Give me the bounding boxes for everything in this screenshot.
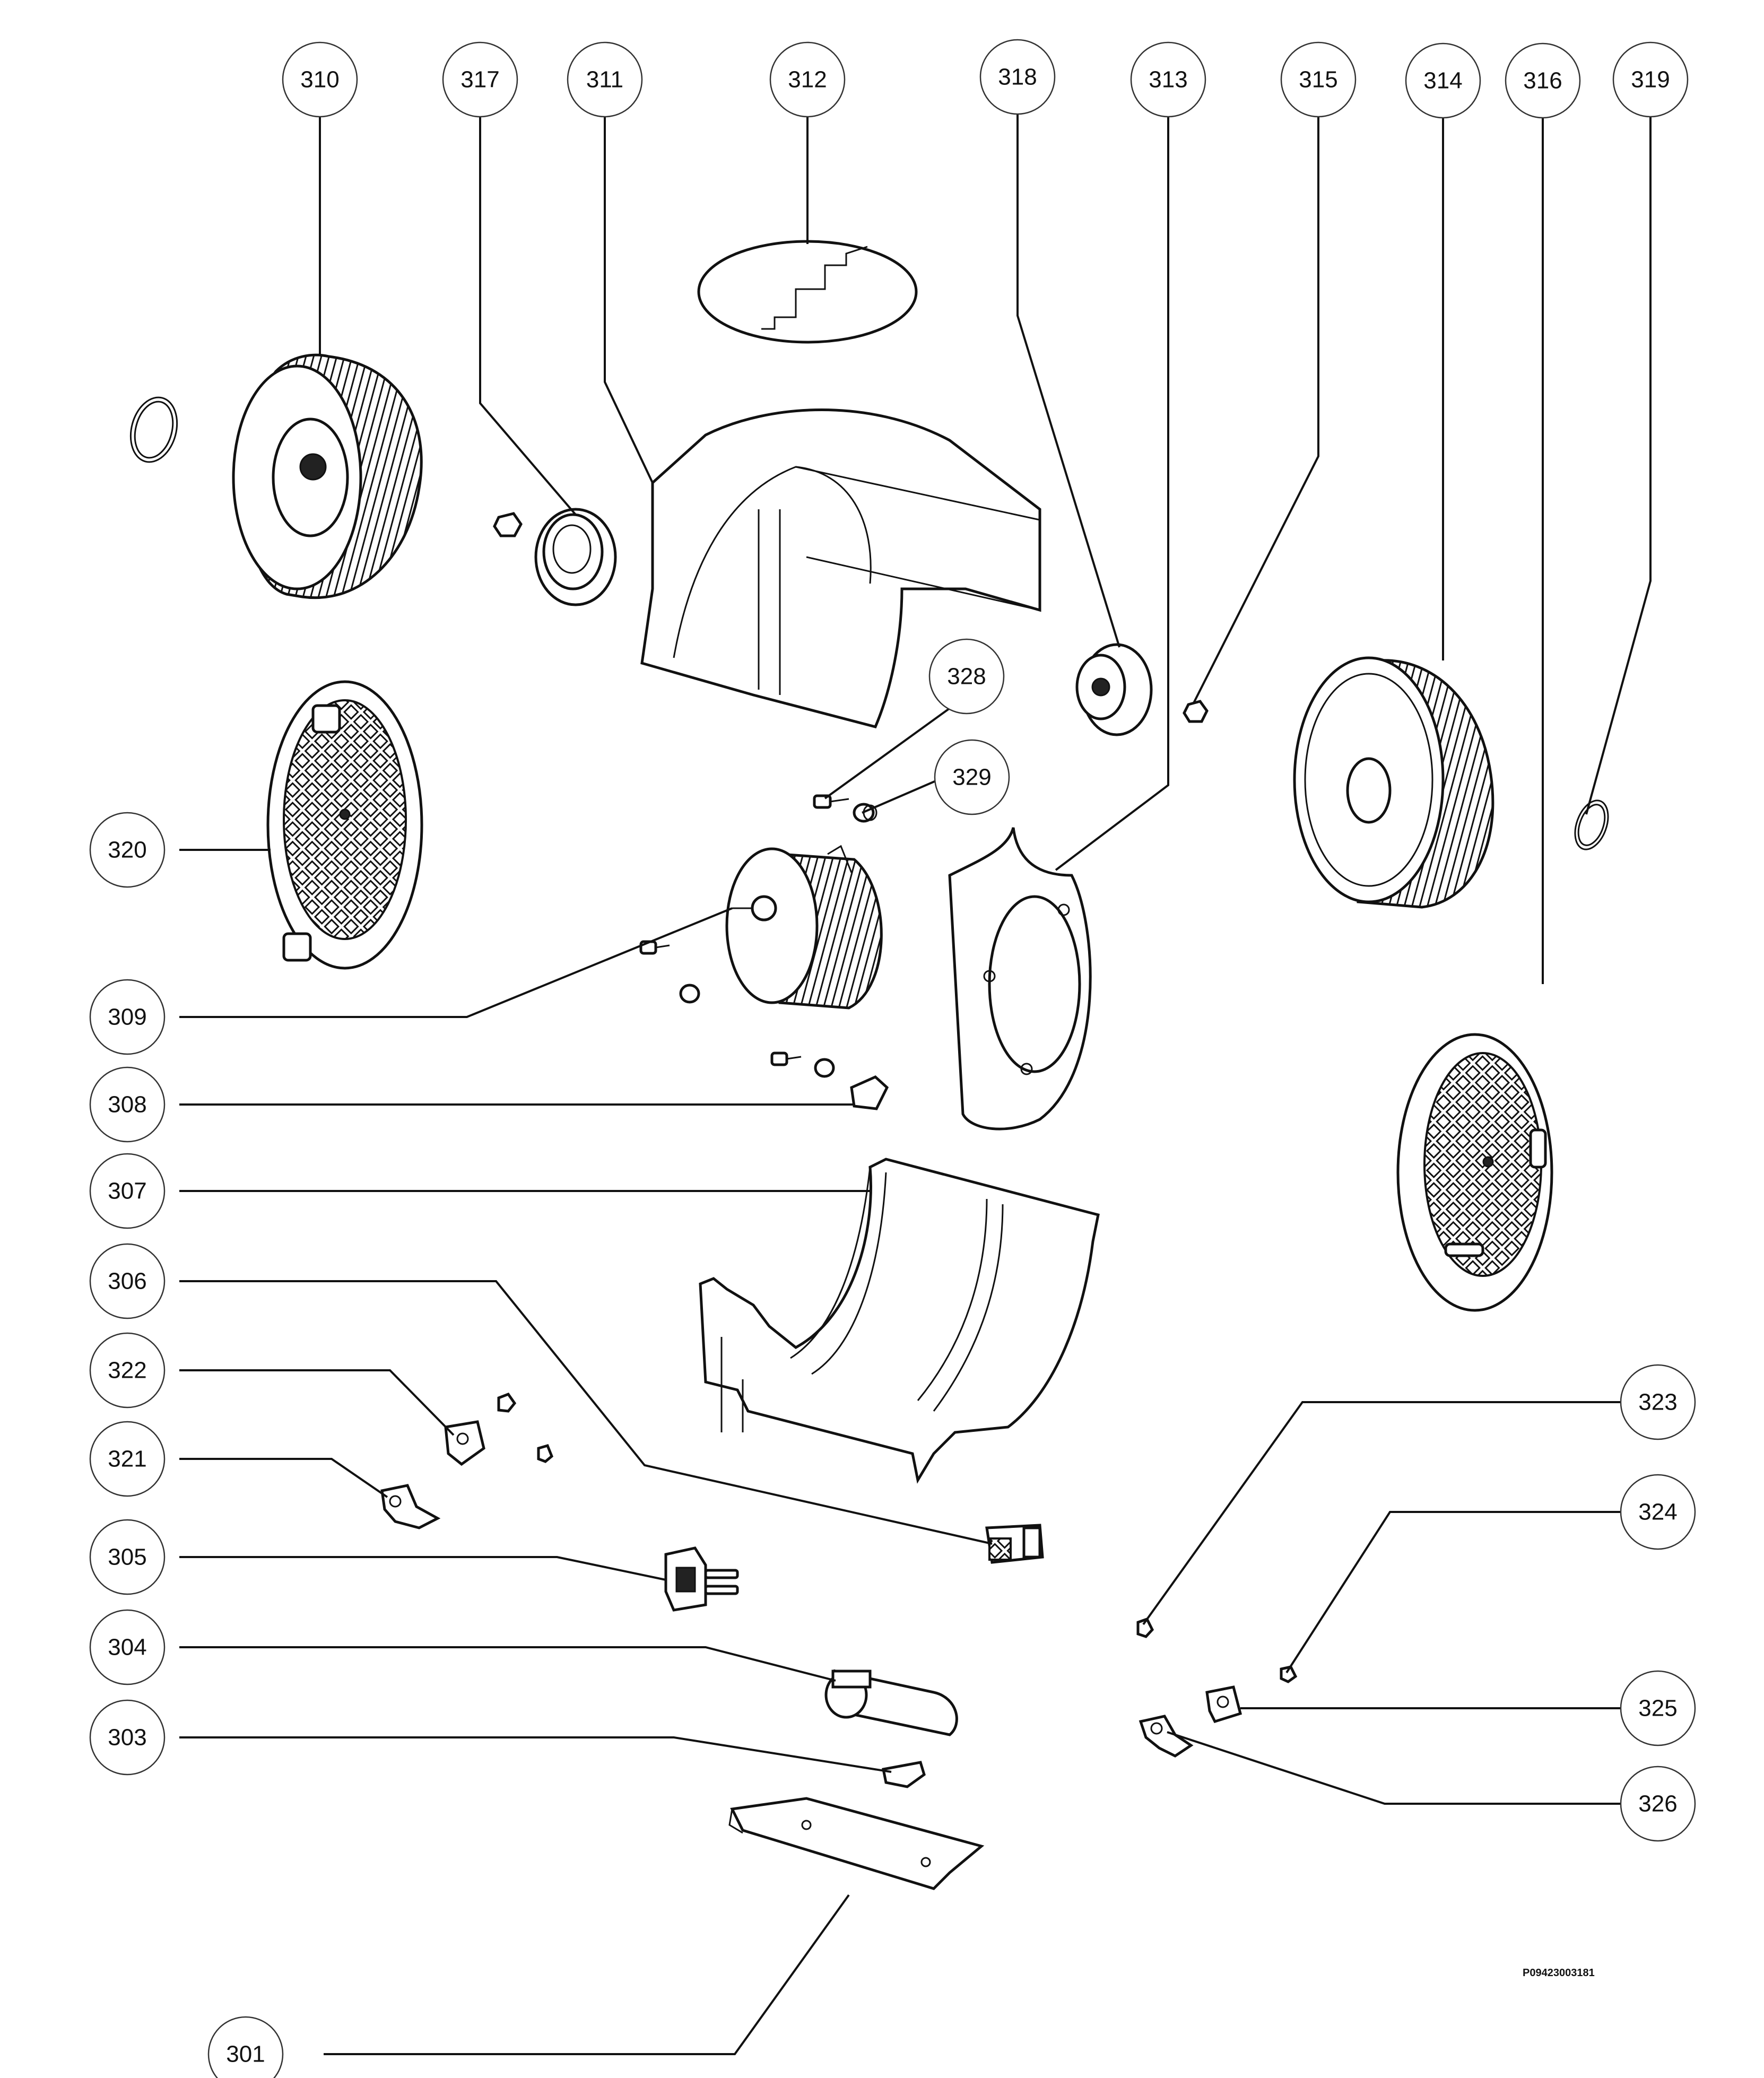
svg-text:326: 326 — [1638, 1791, 1677, 1817]
part-306-connector — [985, 1524, 1044, 1564]
svg-text:322: 322 — [108, 1358, 146, 1384]
callout-318: 318 — [979, 39, 1056, 115]
svg-text:321: 321 — [108, 1446, 146, 1472]
part-326-clip — [1139, 1715, 1194, 1758]
svg-text:318: 318 — [998, 64, 1037, 90]
svg-text:311: 311 — [586, 67, 623, 93]
part-328-screw — [813, 794, 849, 809]
callout-304: 304 — [89, 1609, 166, 1685]
callout-311: 311 — [567, 41, 643, 118]
svg-text:313: 313 — [1149, 67, 1187, 93]
svg-text:320: 320 — [108, 837, 146, 863]
svg-text:310: 310 — [300, 67, 339, 93]
part-307-lower-housing — [699, 1158, 1100, 1484]
callout-321: 321 — [89, 1421, 166, 1497]
svg-text:325: 325 — [1638, 1696, 1677, 1721]
part-314-blower-wheel — [1293, 656, 1494, 909]
svg-text:305: 305 — [108, 1544, 146, 1570]
svg-text:316: 316 — [1523, 68, 1562, 94]
callout-309: 309 — [89, 979, 166, 1055]
part-310-blower-wheel — [232, 353, 423, 599]
svg-text:314: 314 — [1423, 68, 1462, 94]
callout-301: 301 — [207, 2016, 284, 2078]
callout-315: 315 — [1280, 41, 1357, 118]
part-320-grille — [266, 680, 423, 970]
svg-text:308: 308 — [108, 1092, 146, 1118]
part-nut — [493, 512, 523, 537]
svg-text:329: 329 — [952, 764, 991, 790]
part-321-clip — [380, 1484, 441, 1529]
svg-text:303: 303 — [108, 1725, 146, 1751]
part-303-clip — [882, 1761, 926, 1788]
callout-308: 308 — [89, 1066, 166, 1143]
drawing-code: P09423003181 — [1523, 1967, 1595, 1979]
svg-text:312: 312 — [788, 67, 827, 93]
part-304-capacitor — [824, 1669, 958, 1736]
part-316-grille — [1396, 1033, 1553, 1312]
svg-text:309: 309 — [108, 1004, 146, 1030]
part-318-hub — [1075, 643, 1153, 736]
callout-303: 303 — [89, 1699, 166, 1776]
part-301-cover-plate — [728, 1797, 985, 1890]
callout-317: 317 — [442, 41, 518, 118]
callout-305: 305 — [89, 1519, 166, 1595]
part-313-gasket-plate — [948, 827, 1092, 1131]
callout-310: 310 — [282, 41, 358, 118]
svg-text:315: 315 — [1299, 67, 1337, 93]
callout-314: 314 — [1405, 42, 1481, 119]
svg-text:323: 323 — [1638, 1389, 1677, 1415]
callout-326: 326 — [1620, 1766, 1696, 1842]
callout-325: 325 — [1620, 1670, 1696, 1746]
callout-324: 324 — [1620, 1474, 1696, 1550]
callouts: 310 317 311 312 318 313 315 314 316 319 … — [89, 39, 1696, 2078]
part-315-nut — [1183, 700, 1209, 723]
svg-text:301: 301 — [226, 2041, 265, 2067]
part-322-bracket — [444, 1420, 485, 1466]
callout-306: 306 — [89, 1243, 166, 1319]
leader-lines — [179, 94, 1652, 2055]
part-329-grommet — [853, 803, 877, 823]
callout-316: 316 — [1505, 42, 1581, 119]
callout-319: 319 — [1612, 41, 1689, 118]
svg-text:328: 328 — [947, 664, 986, 690]
svg-text:317: 317 — [460, 67, 499, 93]
svg-text:306: 306 — [108, 1268, 146, 1294]
callout-312: 312 — [769, 41, 846, 118]
parts-drawing — [129, 240, 1609, 1890]
part-325-bracket — [1205, 1685, 1242, 1724]
callout-322: 322 — [89, 1332, 166, 1408]
svg-text:319: 319 — [1631, 67, 1670, 93]
callout-320: 320 — [89, 812, 166, 888]
part-322-screws — [497, 1392, 553, 1463]
part-317-bushing — [534, 508, 617, 606]
svg-text:304: 304 — [108, 1634, 146, 1660]
callout-323: 323 — [1620, 1364, 1696, 1440]
part-o-ring-left — [129, 396, 178, 463]
part-312-seal — [697, 240, 918, 344]
callout-307: 307 — [89, 1153, 166, 1229]
callout-329: 329 — [934, 739, 1010, 815]
svg-text:307: 307 — [108, 1178, 146, 1204]
callout-328: 328 — [928, 638, 1005, 715]
part-311-upper-housing — [640, 408, 1041, 728]
callout-313: 313 — [1130, 41, 1206, 118]
part-309-motor — [725, 845, 883, 1010]
svg-text:324: 324 — [1638, 1499, 1677, 1525]
part-308-clip — [850, 1075, 889, 1110]
part-319-o-ring — [1574, 799, 1609, 850]
part-305-plug — [664, 1546, 739, 1612]
